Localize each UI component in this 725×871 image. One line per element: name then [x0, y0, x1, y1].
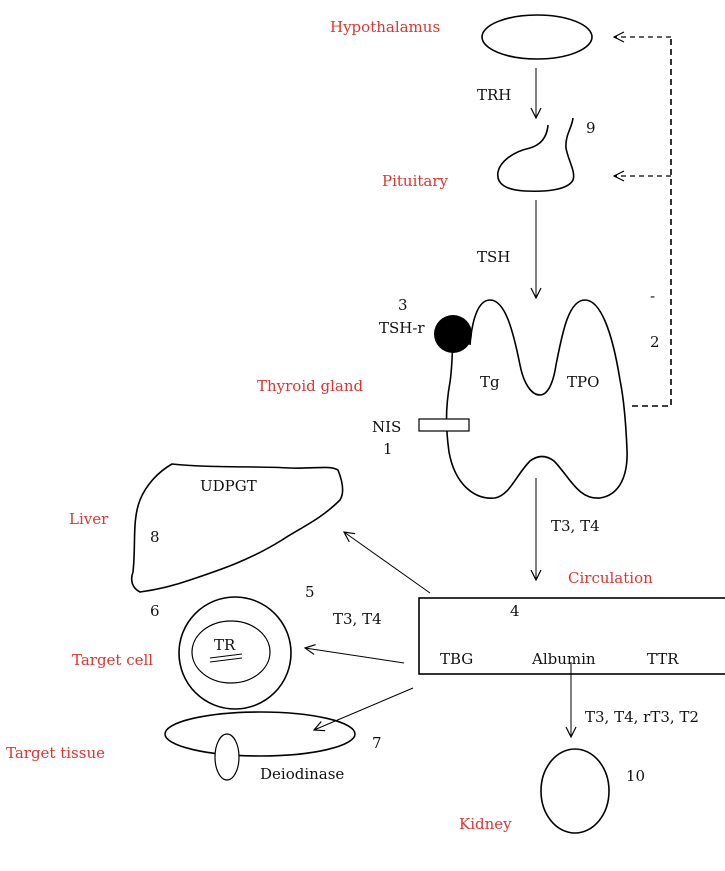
number-3: 3 [398, 296, 408, 314]
pituitary-label: Pituitary [382, 172, 449, 190]
number-6: 6 [150, 602, 160, 620]
number-10: 10 [626, 767, 645, 785]
thyroid-gland-shape [447, 300, 628, 498]
udpgt-label: UDPGT [200, 477, 257, 495]
tr-label: TR [214, 636, 236, 654]
target-cell-label: Target cell [72, 651, 153, 669]
tpo-label: TPO [567, 373, 599, 391]
number-5: 5 [305, 583, 315, 601]
nis-transporter-shape [419, 419, 469, 431]
tsh-receptor-shape [434, 315, 472, 353]
tsh-label: TSH [477, 248, 510, 266]
liver-arrow [344, 532, 430, 593]
hypothalamus-label: Hypothalamus [330, 18, 440, 36]
target-tissue-shape [165, 712, 355, 756]
tr-mark-2 [210, 658, 242, 662]
number-7: 7 [372, 734, 382, 752]
t3-t4-thyroid-label: T3, T4 [551, 517, 600, 535]
number-4: 4 [510, 602, 520, 620]
nis-label: NIS [372, 418, 401, 436]
number-8: 8 [150, 528, 160, 546]
kidney-hormones-label: T3, T4, rT3, T2 [585, 708, 699, 726]
pituitary-shape [498, 118, 574, 191]
deiodinase-label: Deiodinase [260, 765, 344, 783]
hypothalamus-shape [482, 15, 592, 59]
tg-label: Tg [480, 373, 500, 391]
t3-t4-cell-label: T3, T4 [333, 610, 382, 628]
kidney-label: Kidney [459, 815, 512, 833]
kidney-shape [541, 749, 609, 833]
tbg-label: TBG [440, 650, 473, 668]
trh-label: TRH [477, 86, 511, 104]
target-tissue-label: Target tissue [6, 744, 105, 762]
feedback-sign-label: - [650, 287, 655, 305]
target-tissue-arrow [314, 688, 413, 730]
circulation-label: Circulation [568, 569, 653, 587]
number-2: 2 [650, 333, 660, 351]
target-cell-arrow [305, 648, 404, 663]
ttr-label: TTR [647, 650, 679, 668]
liver-label: Liver [69, 510, 109, 528]
albumin-label: Albumin [531, 650, 596, 668]
tr-mark-1 [210, 654, 242, 658]
deiodinase-shape [215, 734, 239, 780]
number-1: 1 [383, 440, 393, 458]
number-9: 9 [586, 119, 596, 137]
tsh-r-label: TSH-r [379, 319, 425, 337]
thyroid-gland-label: Thyroid gland [257, 377, 364, 395]
